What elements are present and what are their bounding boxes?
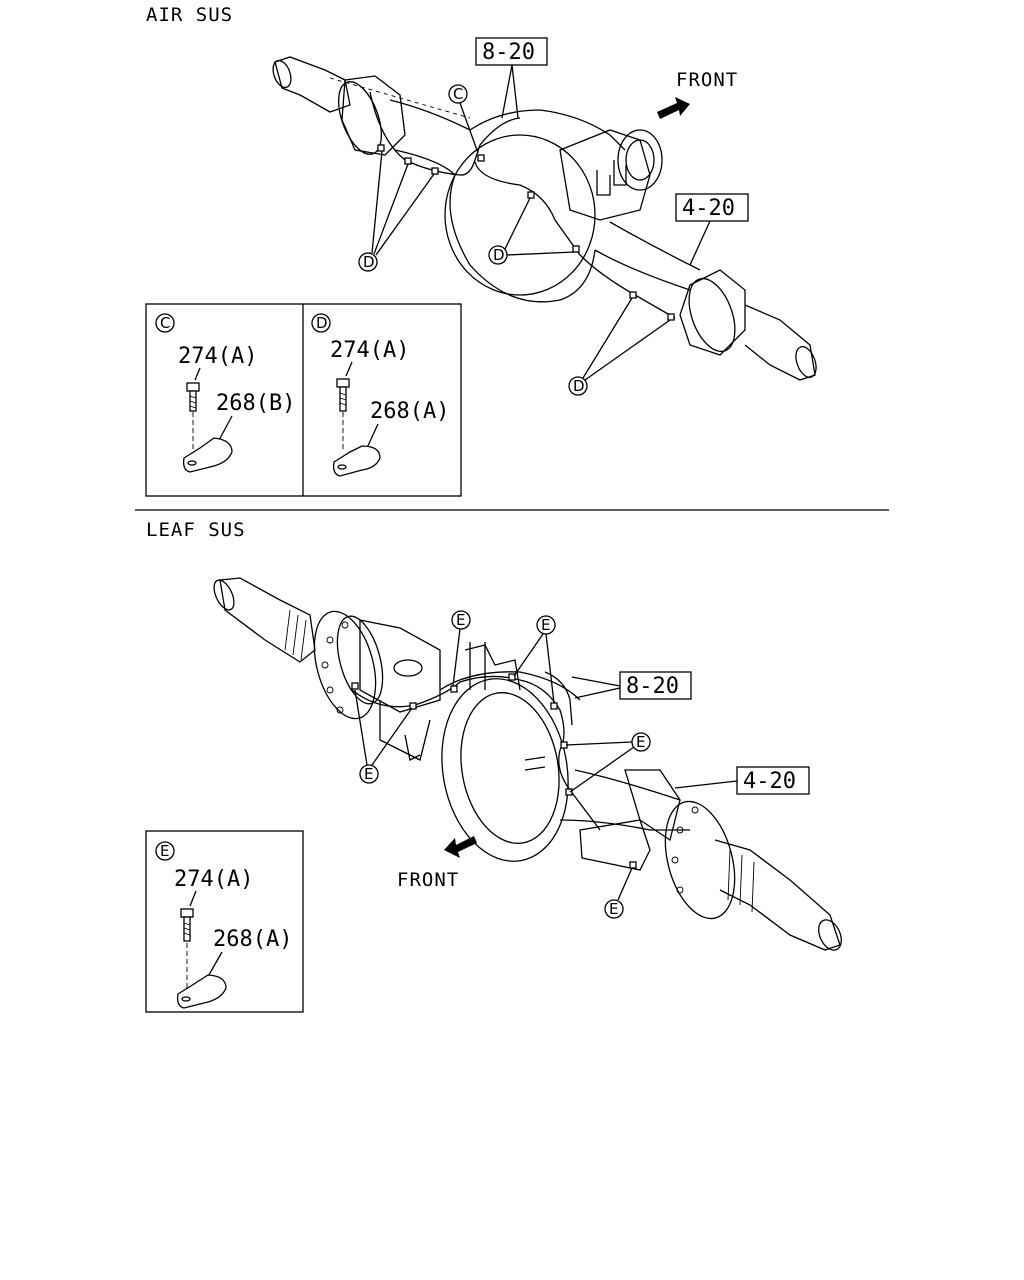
leaf-front-label: FRONT <box>397 869 459 891</box>
leaf-callout-e-1: E <box>456 611 465 629</box>
detail-box-d: D 274(A) 268(A) <box>311 313 449 477</box>
box-d-clip-label: 268(A) <box>370 399 449 424</box>
air-callout-d-right: D <box>573 377 585 395</box>
leaf-sus-section: LEAF SUS <box>145 519 842 1013</box>
box-e-bolt-label: 274(A) <box>174 867 253 892</box>
leaf-callout-e-3: E <box>636 733 645 751</box>
box-c-bolt-label: 274(A) <box>178 344 257 369</box>
air-front-arrow-icon <box>657 97 690 119</box>
leaf-front-arrow-icon <box>444 836 477 858</box>
leaf-callout-e-2: E <box>541 616 550 634</box>
air-sus-title: AIR SUS <box>146 4 233 26</box>
box-d-letter: D <box>316 314 328 332</box>
bolt-icon <box>336 378 350 412</box>
air-axle-drawing <box>272 56 817 381</box>
box-e-clip-label: 268(A) <box>213 927 292 952</box>
leaf-sus-title: LEAF SUS <box>146 519 246 541</box>
leaf-callout-e-5: E <box>609 900 618 918</box>
air-callout-d-center: D <box>493 246 505 264</box>
leaf-callout-e-4: E <box>364 765 373 783</box>
air-front-label: FRONT <box>676 69 738 91</box>
air-callout-c: C <box>453 85 463 103</box>
bolt-icon <box>180 908 194 942</box>
detail-box-e: E 274(A) 268(A) <box>155 841 292 1009</box>
clip-icon <box>332 445 381 477</box>
bolt-icon <box>186 382 200 412</box>
air-callout-d-left: D <box>363 253 375 271</box>
box-d-bolt-label: 274(A) <box>330 338 409 363</box>
leaf-ref-4-20: 4-20 <box>743 769 796 794</box>
air-sus-section: AIR SUS <box>145 4 817 497</box>
leaf-ref-8-20: 8-20 <box>626 674 679 699</box>
air-ref-4-20: 4-20 <box>682 196 735 221</box>
air-ref-8-20: 8-20 <box>482 40 535 65</box>
box-c-clip-label: 268(B) <box>216 391 295 416</box>
clip-icon <box>182 437 233 473</box>
box-e-letter: E <box>160 842 169 860</box>
leaf-detail-box <box>145 830 304 1013</box>
leaf-axle-drawing <box>213 577 842 951</box>
box-c-letter: C <box>160 314 170 332</box>
detail-box-c: C 274(A) 268(B) <box>155 313 295 473</box>
clip-icon <box>176 974 227 1009</box>
